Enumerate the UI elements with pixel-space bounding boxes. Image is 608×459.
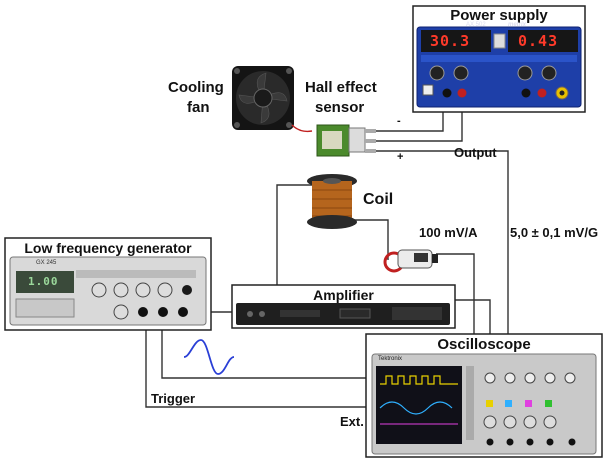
power-supply-model-text: AX 502 [466, 22, 486, 28]
hall-sensitivity-label: 5,0 ± 0,1 mV/G [510, 225, 599, 240]
oscilloscope-label: Oscilloscope [437, 336, 531, 353]
power-supply-current-display: 0.43 [518, 32, 559, 50]
ext-label: Ext. [340, 414, 364, 429]
cooling-fan-label-line2: fan [187, 99, 210, 116]
hall-sensor-label-line1: Hall effect [305, 79, 377, 96]
power-supply-voltage-display: 30.3 [430, 32, 471, 50]
wire-amplifier-to-scope [455, 299, 491, 340]
oscilloscope [365, 333, 603, 458]
terminal-plus-label: + [397, 151, 404, 163]
power-supply [412, 5, 586, 113]
cooling-fan-image [232, 66, 313, 133]
wiring [145, 103, 509, 408]
coil-label: Coil [363, 191, 394, 208]
sine-wave [183, 339, 235, 375]
amplifier-label: Amplifier [313, 287, 374, 303]
wire-coil-to-amplifier [276, 184, 313, 285]
cooling-fan-label-line1: Cooling [168, 79, 224, 96]
power-supply-brand-text: metrix [508, 22, 527, 28]
amplifier [231, 284, 456, 329]
low-frequency-generator [4, 237, 212, 331]
terminal-minus-label: - [397, 115, 401, 127]
oscilloscope-brand-text: Tektronix [378, 356, 403, 362]
output-label: Output [454, 145, 497, 160]
hall-sensor-image [316, 124, 376, 157]
wire-generator-to-scope [161, 329, 366, 379]
current-probe-image [383, 249, 438, 273]
wire-trigger [145, 329, 366, 408]
low-frequency-generator-label: Low frequency generator [24, 240, 192, 256]
wire-ps-plus-to-sensor [376, 103, 463, 142]
coil-image [307, 174, 357, 229]
wire-probe-to-scope [436, 253, 475, 340]
generator-frequency-display: 1.00 [28, 275, 59, 288]
trigger-label: Trigger [151, 391, 196, 406]
wire-coil-to-probe [350, 219, 389, 260]
power-supply-label: Power supply [450, 7, 548, 24]
probe-sensitivity-label: 100 mV/A [419, 225, 478, 240]
hall-sensor-label-line2: sensor [315, 99, 365, 116]
generator-model-text: GX 245 [36, 260, 57, 266]
